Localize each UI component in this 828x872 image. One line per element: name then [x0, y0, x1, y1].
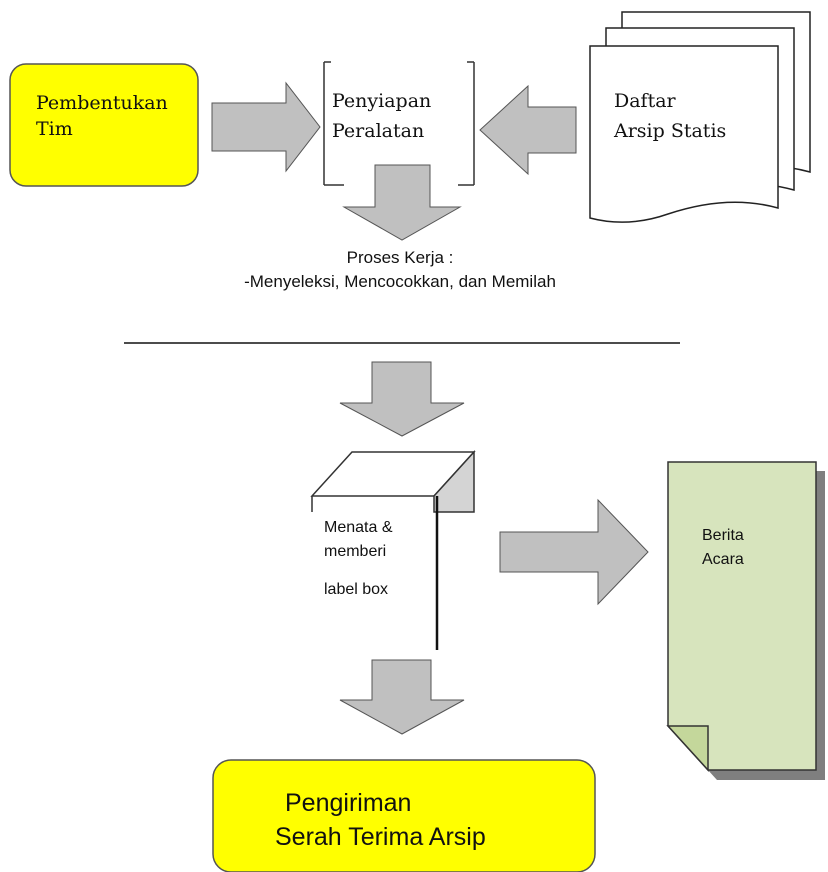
pengiriman-line1: Pengiriman — [285, 789, 412, 817]
menata-line3: label box — [324, 581, 389, 598]
berita-acara-document — [666, 461, 825, 780]
daftar-arsip-label: Daftar Arsip Statis — [614, 86, 726, 146]
pembentukan-tim-line1: Pembentukan — [36, 92, 168, 114]
arrow-down-2 — [339, 361, 465, 437]
menata-line1: Menata & — [324, 519, 393, 536]
arrow-right-1 — [211, 81, 321, 173]
pembentukan-tim-label: Pembentukan Tim — [36, 90, 168, 142]
daftar-arsip-line2: Arsip Statis — [614, 120, 727, 142]
daftar-arsip-line1: Daftar — [614, 90, 676, 112]
pengiriman-label: Pengiriman Serah Terima Arsip — [275, 786, 486, 854]
penyiapan-peralatan-line2: Peralatan — [332, 120, 425, 142]
proses-kerja-line2: -Menyeleksi, Mencocokkan, dan Memilah — [244, 272, 556, 291]
penyiapan-peralatan-label: Penyiapan Peralatan — [332, 86, 431, 146]
berita-acara-label: Berita Acara — [702, 524, 744, 572]
pembentukan-tim-box — [9, 63, 199, 187]
arrow-down-3 — [339, 659, 465, 735]
berita-acara-line2: Acara — [702, 551, 744, 568]
arrow-left-1 — [479, 84, 577, 176]
penyiapan-peralatan-frame — [323, 61, 475, 186]
menata-line2: memberi — [324, 543, 387, 560]
proses-kerja-line1: Proses Kerja : — [346, 248, 454, 267]
penyiapan-peralatan-line1: Penyiapan — [332, 90, 432, 112]
proses-kerja-label: Proses Kerja : -Menyeleksi, Mencocokkan,… — [150, 246, 650, 294]
arrow-down-1 — [342, 164, 462, 241]
box-3d-icon — [310, 450, 476, 513]
pengiriman-line2: Serah Terima Arsip — [275, 823, 486, 851]
berita-acara-line1: Berita — [702, 527, 744, 544]
menata-label: Menata & memberi label box — [324, 516, 392, 602]
pengiriman-box — [212, 759, 596, 872]
pembentukan-tim-line2: Tim — [36, 118, 73, 140]
daftar-arsip-document-stack — [589, 11, 811, 223]
